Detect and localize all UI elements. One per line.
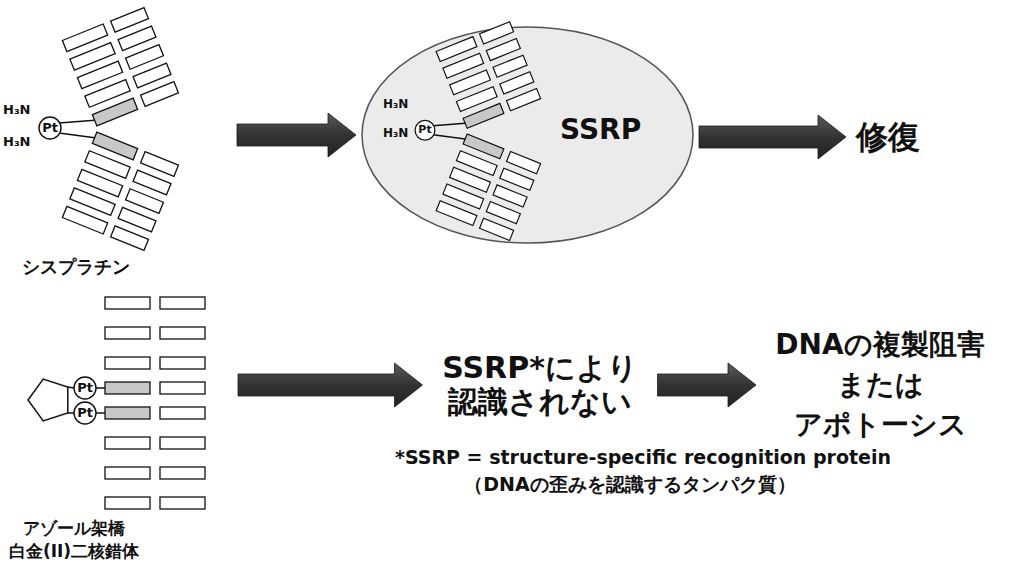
- block-arrow: [658, 363, 757, 407]
- base-block: [126, 45, 164, 70]
- pt-bond: [59, 120, 95, 123]
- base-block: [141, 152, 179, 177]
- base-block: [105, 297, 150, 309]
- base-block: [160, 467, 205, 479]
- base-block: [62, 206, 107, 234]
- base-block: [126, 189, 164, 214]
- ssrp-ellipse: [362, 27, 693, 243]
- footnote: （DNAの歪みを認識するタンパク質）: [395, 474, 865, 495]
- atom-label: Pt: [418, 124, 431, 136]
- base-block: [436, 37, 477, 62]
- azole-ring: [28, 379, 68, 421]
- pt-atom: [415, 120, 435, 140]
- base-block: [493, 55, 527, 77]
- base-block: [160, 357, 205, 369]
- atom-label: Pt: [77, 406, 93, 420]
- base-block: [160, 497, 205, 509]
- node-text: SSRP: [560, 113, 641, 147]
- base-block: [480, 22, 514, 44]
- node-text: アゾール架橋 白金(II)二核錯体: [4, 517, 144, 563]
- azole-bond: [68, 386, 74, 388]
- pt-bond: [96, 387, 105, 389]
- text-node: SSRP*により 認識されない: [427, 347, 654, 424]
- azole-bond: [68, 412, 74, 414]
- base-block: [118, 207, 156, 232]
- figure-node: アゾール架橋 白金(II)二核錯体: [2, 283, 234, 565]
- node-text: 修復: [856, 118, 920, 156]
- atom-label: H₃N: [3, 135, 30, 149]
- text-node: 修復: [850, 114, 926, 160]
- pt-bond: [96, 412, 105, 414]
- node-text: シスプラチン: [13, 256, 138, 278]
- block-arrow: [699, 115, 846, 159]
- protein-ellipse: SSRP: [360, 25, 695, 245]
- footnote: *SSRP = structure-specific recognition p…: [395, 447, 865, 468]
- base-block: [436, 201, 477, 226]
- base-block: [105, 327, 150, 339]
- pt-bond: [433, 135, 465, 139]
- cisplatin-dna: [39, 8, 178, 251]
- base-block: [486, 38, 520, 60]
- base-block: [507, 152, 541, 174]
- base-block: [160, 297, 205, 309]
- node-text: SSRP*により 認識されない: [433, 351, 648, 420]
- node-text: DNAの複製阻害 または アポトーシス: [766, 325, 994, 444]
- pt-atom: [39, 117, 61, 139]
- base-block: [160, 407, 205, 419]
- atom-label: Pt: [42, 121, 58, 135]
- base-block: [160, 382, 205, 394]
- base-block: [105, 437, 150, 449]
- azole-dna: [28, 297, 205, 509]
- atom-label: H₃N: [383, 127, 408, 140]
- base-block: [118, 26, 156, 51]
- base-block: [500, 72, 534, 94]
- base-block: [105, 497, 150, 509]
- platinated-base: [105, 407, 150, 419]
- base-block: [507, 89, 541, 111]
- bound-dna: [415, 22, 540, 241]
- atom-label: H₃N: [383, 98, 408, 111]
- base-block: [160, 437, 205, 449]
- pt-bond: [433, 123, 465, 125]
- atom-label: Pt: [77, 381, 93, 395]
- ellipse-outline: [360, 25, 695, 245]
- pt-bond: [59, 133, 95, 138]
- base-block: [480, 218, 514, 240]
- base-block: [105, 357, 150, 369]
- platinated-base: [105, 382, 150, 394]
- base-block: [133, 63, 171, 88]
- pt-atom: [74, 402, 96, 424]
- figure-node: シスプラチン: [5, 0, 233, 282]
- base-block: [111, 8, 149, 33]
- base-block: [133, 170, 171, 195]
- pt-atom: [74, 377, 96, 399]
- base-block: [62, 24, 107, 52]
- block-arrow: [238, 363, 423, 407]
- base-block: [493, 185, 527, 207]
- base-block: [486, 202, 520, 224]
- base-block: [111, 226, 149, 251]
- base-block: [141, 82, 179, 107]
- base-block: [500, 168, 534, 190]
- block-arrow: [237, 113, 356, 157]
- base-block: [160, 327, 205, 339]
- text-node: DNAの複製阻害 または アポトーシス: [760, 321, 1000, 448]
- base-block: [105, 467, 150, 479]
- atom-label: H₃N: [3, 103, 30, 117]
